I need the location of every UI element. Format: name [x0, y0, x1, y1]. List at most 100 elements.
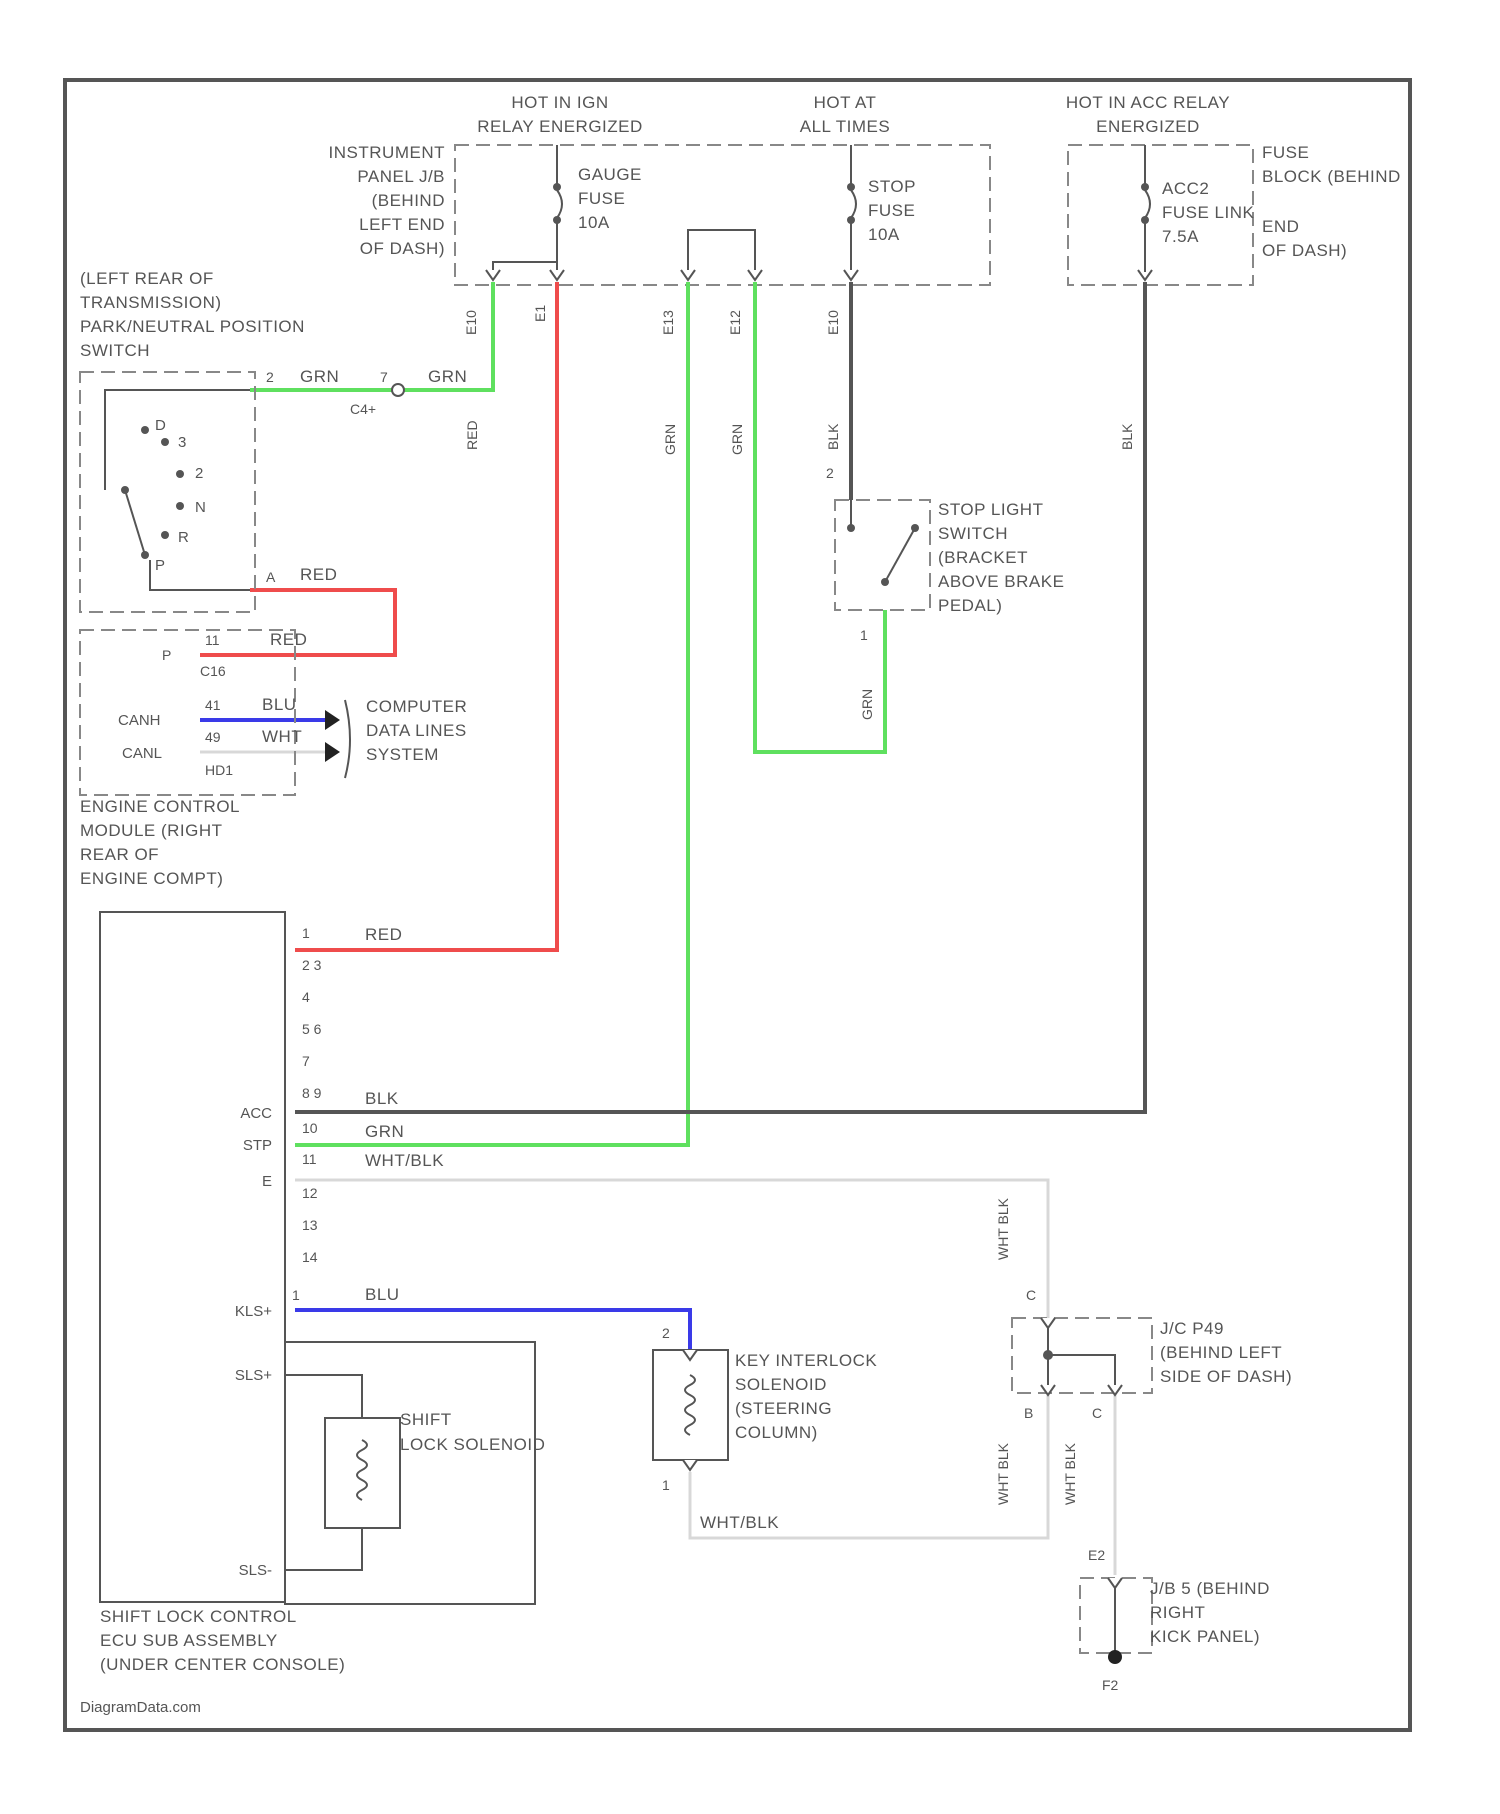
svg-text:SIDE OF DASH): SIDE OF DASH) [1160, 1367, 1292, 1386]
computer-data-lines-label: COMPUTER DATA LINES SYSTEM [366, 697, 467, 764]
svg-text:RED: RED [270, 630, 307, 649]
svg-text:FUSE: FUSE [578, 189, 625, 208]
svg-text:STP: STP [243, 1137, 272, 1154]
svg-text:ECU SUB ASSEMBLY: ECU SUB ASSEMBLY [100, 1631, 278, 1650]
svg-text:2: 2 [266, 369, 274, 385]
svg-text:INSTRUMENT: INSTRUMENT [329, 143, 445, 162]
pnp-switch-label: (LEFT REAR OF TRANSMISSION) PARK/NEUTRAL… [80, 269, 305, 360]
svg-text:J/C P49: J/C P49 [1160, 1319, 1224, 1338]
shift-lock-ecu-box [100, 912, 285, 1602]
svg-text:C: C [1026, 1287, 1036, 1303]
svg-text:7: 7 [302, 1053, 310, 1069]
svg-text:10: 10 [302, 1120, 318, 1136]
svg-text:COLUMN): COLUMN) [735, 1423, 818, 1442]
svg-text:REAR OF: REAR OF [80, 845, 159, 864]
stop-light-switch-box [835, 500, 930, 610]
svg-text:E12: E12 [727, 310, 743, 335]
ecu-wire-labels: RED BLK GRN WHT/BLK BLU [365, 925, 444, 1304]
fuse-block-label: FUSE BLOCK (BEHIND END OF DASH) [1262, 143, 1401, 260]
svg-text:HD1: HD1 [205, 762, 233, 778]
svg-text:KEY INTERLOCK: KEY INTERLOCK [735, 1351, 877, 1370]
svg-text:E: E [262, 1173, 272, 1190]
acc-fuse-link: ACC2 FUSE LINK 7.5A [1141, 145, 1255, 272]
jb-internal-jumper [688, 230, 755, 275]
svg-text:4: 4 [302, 989, 310, 1005]
stop-light-switch-label: STOP LIGHT SWITCH (BRACKET ABOVE BRAKE P… [938, 500, 1064, 615]
svg-text:CANL: CANL [122, 745, 162, 762]
header-acc-energized: ENERGIZED [1096, 117, 1200, 136]
svg-text:CANH: CANH [118, 712, 161, 729]
svg-text:(STEERING: (STEERING [735, 1399, 832, 1418]
svg-text:C16: C16 [200, 663, 226, 679]
svg-text:P: P [155, 557, 165, 574]
wire-grn-stop-switch [755, 282, 885, 752]
svg-text:(BRACKET: (BRACKET [938, 548, 1028, 567]
wire-wht-blk-e [295, 1180, 1048, 1320]
svg-text:49: 49 [205, 729, 221, 745]
key-interlock-label: KEY INTERLOCK SOLENOID (STEERING COLUMN) [735, 1351, 877, 1442]
svg-text:ACC2: ACC2 [1162, 179, 1209, 198]
svg-text:C: C [1092, 1405, 1102, 1421]
svg-text:10A: 10A [868, 225, 900, 244]
svg-text:13: 13 [302, 1217, 318, 1233]
svg-text:A: A [266, 569, 276, 585]
stop-fuse: STOP FUSE 10A [847, 145, 916, 272]
jb-connector-pins [486, 270, 1152, 280]
ground-icon [1108, 1650, 1122, 1664]
svg-text:14: 14 [302, 1249, 318, 1265]
ecm-pins: P C16 11 41 49 HD1 CANH CANL RED BLU WHT [118, 630, 307, 778]
jc-p49-internals: C B C [1024, 1287, 1122, 1421]
label-red-vertical: RED [464, 420, 480, 450]
ecm-data-arrows [325, 700, 350, 778]
shift-lock-subassembly-box [285, 1342, 535, 1604]
svg-text:GAUGE: GAUGE [578, 165, 642, 184]
svg-text:(BEHIND: (BEHIND [372, 191, 445, 210]
svg-text:1: 1 [662, 1477, 670, 1493]
svg-text:41: 41 [205, 697, 221, 713]
watermark: DiagramData.com [80, 1699, 201, 1716]
svg-text:STOP: STOP [868, 177, 916, 196]
jc-p49-label: J/C P49 (BEHIND LEFT SIDE OF DASH) [1160, 1319, 1292, 1386]
shift-solenoid-label-2: LOCK SOLENOID [400, 1435, 545, 1454]
svg-text:P: P [162, 647, 171, 663]
svg-text:(UNDER CENTER CONSOLE): (UNDER CENTER CONSOLE) [100, 1655, 345, 1674]
svg-text:PARK/NEUTRAL POSITION: PARK/NEUTRAL POSITION [80, 317, 305, 336]
svg-text:WHT/BLK: WHT/BLK [365, 1151, 444, 1170]
svg-text:ENGINE CONTROL: ENGINE CONTROL [80, 797, 240, 816]
svg-text:1: 1 [860, 627, 868, 643]
svg-text:F2: F2 [1102, 1677, 1119, 1693]
label-wht-blk-v3: WHT BLK [1062, 1442, 1078, 1505]
jb5-kick-panel: E2 F2 [1088, 1547, 1122, 1693]
svg-text:5 6: 5 6 [302, 1021, 322, 1037]
label-grn-v2: GRN [729, 424, 745, 455]
label-wht-blk-v2: WHT BLK [995, 1442, 1011, 1505]
instrument-panel-jb-label: INSTRUMENT PANEL J/B (BEHIND LEFT END OF… [329, 143, 445, 258]
svg-text:RED: RED [365, 925, 402, 944]
svg-text:D: D [155, 417, 166, 434]
svg-text:STOP LIGHT: STOP LIGHT [938, 500, 1043, 519]
svg-text:12: 12 [302, 1185, 318, 1201]
svg-text:RIGHT: RIGHT [1150, 1603, 1205, 1622]
svg-text:ACC: ACC [240, 1105, 272, 1122]
gauge-fuse: GAUGE FUSE 10A [553, 145, 642, 272]
svg-text:B: B [1024, 1405, 1033, 1421]
svg-text:C4+: C4+ [350, 401, 376, 417]
stop-light-switch: 2 1 [826, 465, 919, 643]
svg-text:SLS+: SLS+ [235, 1367, 272, 1384]
header-relay-energized: RELAY ENERGIZED [477, 117, 643, 136]
svg-text:R: R [178, 529, 189, 546]
svg-text:11: 11 [302, 1151, 317, 1167]
svg-text:E10: E10 [463, 310, 479, 335]
svg-text:PEDAL): PEDAL) [938, 596, 1002, 615]
pnp-switch-contacts: D 3 2 N R P [105, 390, 250, 590]
svg-text:GRN: GRN [300, 367, 339, 386]
svg-text:E10: E10 [825, 310, 841, 335]
svg-text:1: 1 [292, 1287, 300, 1303]
svg-text:N: N [195, 499, 206, 516]
header-all-times: ALL TIMES [800, 117, 890, 136]
svg-text:GRN: GRN [428, 367, 467, 386]
header-hot-in-acc: HOT IN ACC RELAY [1066, 93, 1230, 112]
header-hot-in-ign: HOT IN IGN [511, 93, 608, 112]
shift-lock-ecu-label: SHIFT LOCK CONTROL ECU SUB ASSEMBLY (UND… [100, 1607, 345, 1674]
